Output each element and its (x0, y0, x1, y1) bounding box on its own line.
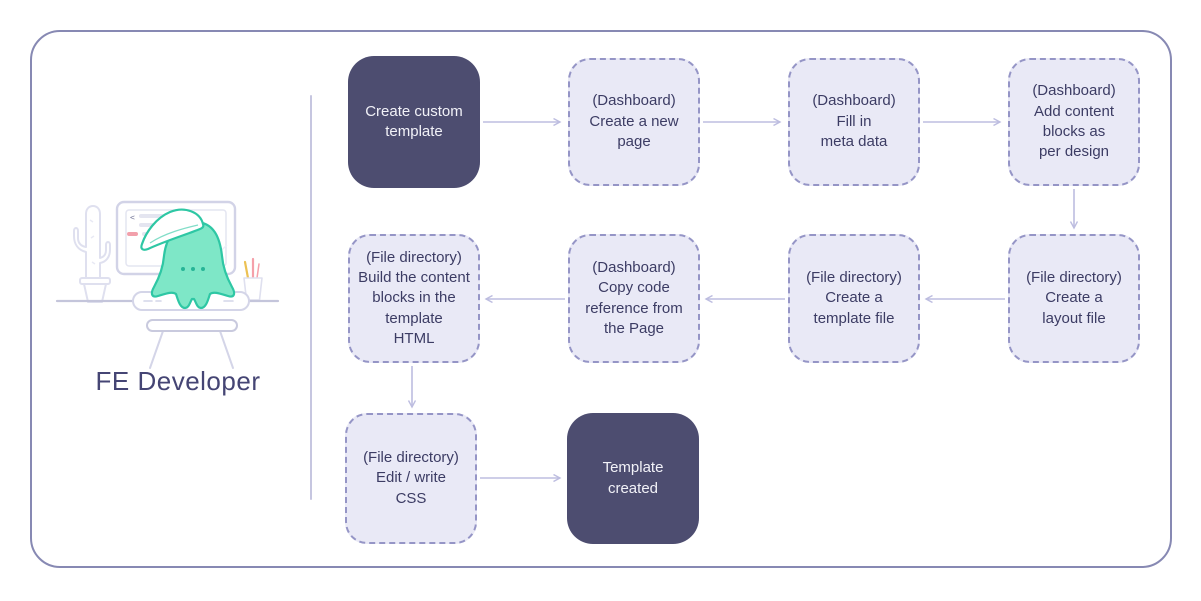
mascot-body (150, 220, 236, 310)
leaf-icon (140, 208, 205, 251)
mascot-face (181, 267, 205, 271)
actor-label: FE Developer (95, 366, 261, 396)
pencil-cup-icon (243, 257, 263, 301)
flow-node-create-template-file: (File directory) Create a template file (788, 234, 920, 363)
diagram-outer-frame (30, 30, 1172, 568)
flow-node-create-custom-template: Create custom template (348, 56, 480, 188)
section-divider (310, 95, 312, 500)
cactus-icon (73, 205, 111, 303)
flow-node-add-content-blocks: (Dashboard) Add content blocks as per de… (1008, 58, 1140, 186)
developer-illustration: < /> (55, 200, 280, 369)
flow-node-copy-code-reference: (Dashboard) Copy code reference from the… (568, 234, 700, 363)
flow-node-build-content-blocks: (File directory) Build the content block… (348, 234, 480, 363)
leaf-vein (149, 224, 199, 244)
flow-node-template-created: Template created (567, 413, 699, 544)
stool-icon (146, 319, 238, 369)
flow-node-edit-write-css: (File directory) Edit / write CSS (345, 413, 477, 544)
flow-node-create-new-page: (Dashboard) Create a new page (568, 58, 700, 186)
flow-node-fill-meta-data: (Dashboard) Fill in meta data (788, 58, 920, 186)
svg-text:<: < (130, 213, 135, 222)
mascot-icon (140, 208, 236, 310)
flow-node-create-layout-file: (File directory) Create a layout file (1008, 234, 1140, 363)
